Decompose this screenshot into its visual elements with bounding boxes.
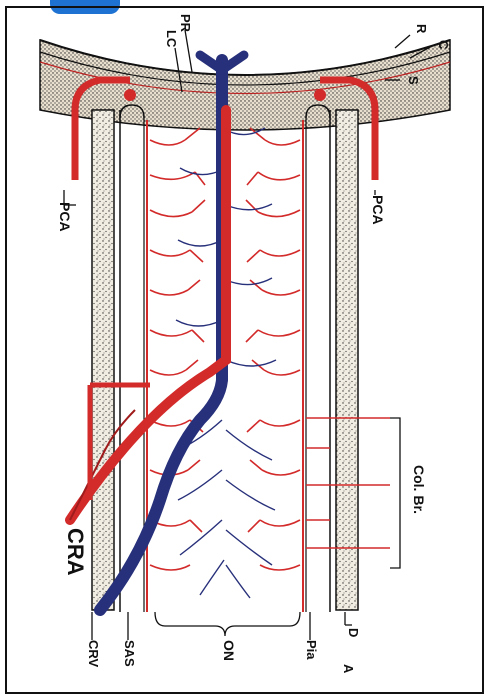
label-r: R xyxy=(415,24,428,33)
label-on: ON xyxy=(222,640,236,661)
label-pr: PR xyxy=(179,14,192,32)
label-crv: CRV xyxy=(87,640,100,667)
label-s: S xyxy=(407,76,420,85)
dura-sheath-right xyxy=(336,110,358,610)
label-pia: Pia xyxy=(305,640,318,660)
label-cra: CRA xyxy=(64,528,86,576)
label-a: A xyxy=(342,664,355,673)
label-col-br: Col. Br. xyxy=(412,465,426,514)
label-c: C xyxy=(437,40,450,49)
label-pca-left: PCA xyxy=(58,202,72,232)
label-sas: SAS xyxy=(123,640,136,667)
dura-sheath-left xyxy=(92,110,114,610)
label-d: D xyxy=(347,628,360,637)
label-pca-right: PCA xyxy=(371,195,385,225)
label-lc: LC xyxy=(165,30,178,47)
